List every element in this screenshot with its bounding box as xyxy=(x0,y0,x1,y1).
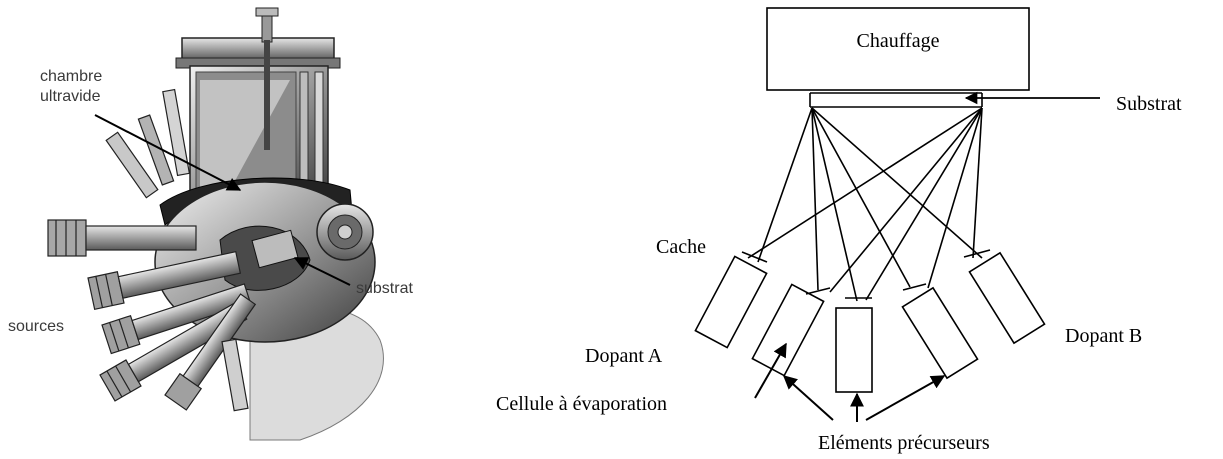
shutters xyxy=(741,249,991,299)
precursor-arrow-left xyxy=(782,375,834,421)
precursor-arrow-right xyxy=(865,375,946,421)
chamber-label-line1: chambre xyxy=(40,68,102,85)
cell-arrow xyxy=(754,342,787,399)
effusion-cells xyxy=(694,251,1046,393)
chamber-leader-arrow xyxy=(94,114,242,191)
effusion-cell-2 xyxy=(835,307,873,393)
cell-label: Cellule à évaporation xyxy=(496,393,667,415)
effusion-cell-dopant-b xyxy=(968,251,1046,345)
chamber-label-line2: ultravide xyxy=(40,88,101,105)
heater-box xyxy=(766,7,1030,91)
effusion-cell-3 xyxy=(901,286,979,380)
precursors-label: Eléments précurseurs xyxy=(818,432,990,454)
dopant-b-label: Dopant B xyxy=(1065,325,1142,347)
mbe-schematic: Chauffage Substrat xyxy=(496,7,1182,454)
source-cells xyxy=(47,219,257,412)
substrate-label-left: substrat xyxy=(356,280,413,297)
effusion-cell-1 xyxy=(751,283,825,377)
mbe-chamber-illustration: chambre ultravide substrat sources xyxy=(8,7,413,441)
effusion-cell-dopant-a xyxy=(694,255,768,349)
sources-label: sources xyxy=(8,318,64,335)
heater-label: Chauffage xyxy=(857,30,940,52)
molecular-beams xyxy=(747,107,983,302)
substrate-leader-arrow xyxy=(293,257,351,286)
shutter-label: Cache xyxy=(656,236,706,258)
substrate-label: Substrat xyxy=(1116,93,1182,115)
dopant-a-label: Dopant A xyxy=(585,345,663,367)
